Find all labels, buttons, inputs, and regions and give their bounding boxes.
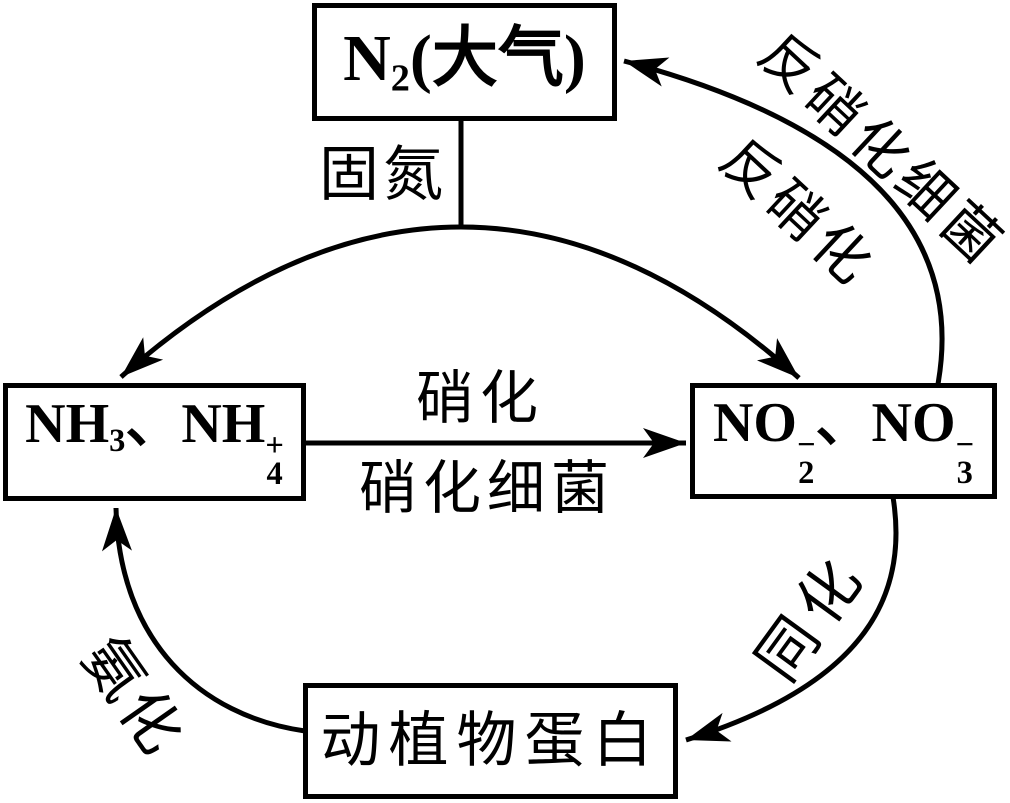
fixation-arrow-to-ammonium <box>119 224 462 379</box>
separator-comma: 、 <box>815 391 872 454</box>
no3-subscript: 3 <box>956 454 973 491</box>
ammonification-arrow <box>101 507 306 734</box>
no3-superscript-minus: − <box>955 427 975 464</box>
fixation-arrow-to-nitrate <box>460 224 801 380</box>
label-nitrification: 硝化 <box>415 366 545 431</box>
node-n2-atmosphere: N2(大气) <box>312 3 617 121</box>
label-nitrifying-bacteria: 硝化细菌 <box>358 456 616 521</box>
n2-suffix: (大气) <box>409 22 586 95</box>
node-nitrite-nitrate: NO−2、NO−3 <box>690 383 997 499</box>
node-animal-plant-protein: 动植物蛋白 <box>303 683 678 799</box>
label-nitrogen-fixation: 固氮 <box>319 141 447 208</box>
ammonium-formula: NH3、NH+4 <box>25 392 284 492</box>
no3-charge-stack: −3 <box>955 427 975 491</box>
no2-charge-stack: −2 <box>796 427 816 491</box>
n2-formula: N2(大气) <box>343 26 586 98</box>
no2-superscript-minus: − <box>796 427 816 464</box>
no2-base: NO <box>712 391 797 454</box>
nh4-subscript: 4 <box>266 455 283 492</box>
protein-label: 动植物蛋白 <box>320 707 661 774</box>
nitrate-formula: NO−2、NO−3 <box>712 391 975 491</box>
nh3-base: NH <box>25 392 110 455</box>
node-ammonia-ammonium: NH3、NH+4 <box>3 383 306 501</box>
nh3-subscript: 3 <box>109 422 126 459</box>
no3-base: NO <box>871 391 956 454</box>
n2-subscript: 2 <box>390 57 410 100</box>
nh4-charge-stack: +4 <box>265 428 284 492</box>
no2-subscript: 2 <box>798 454 815 491</box>
assimilation-arrow <box>685 496 899 743</box>
separator-comma: 、 <box>125 392 182 455</box>
n2-base: N <box>343 22 391 95</box>
nh4-base: NH <box>181 392 266 455</box>
nh4-superscript-plus: + <box>265 428 284 465</box>
denitrification-arrow <box>623 57 945 385</box>
